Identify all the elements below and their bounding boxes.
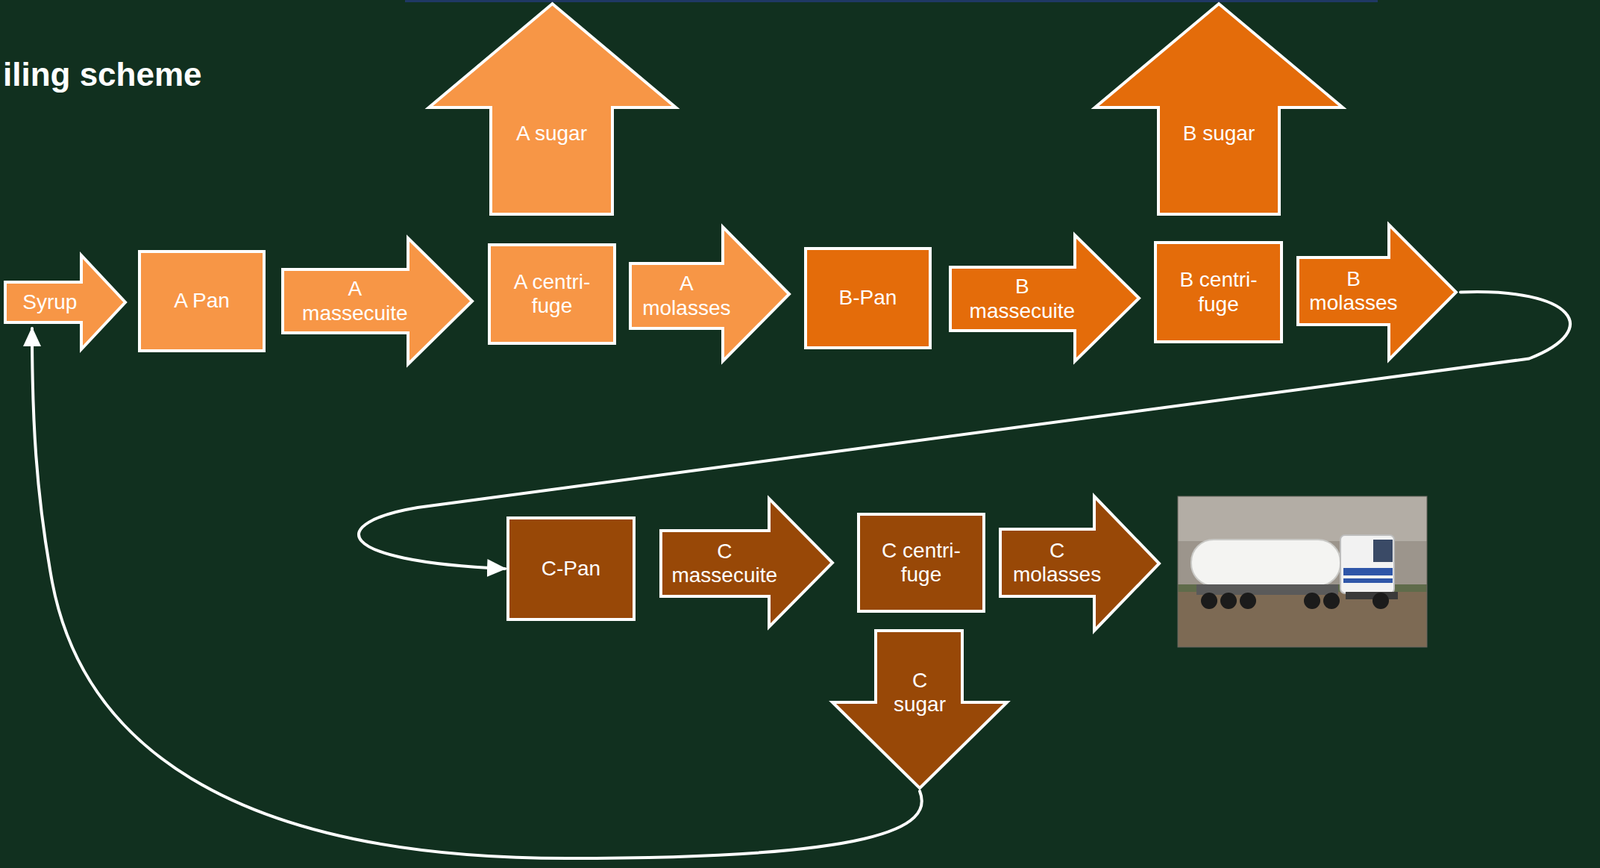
- text-region: A molasses: [630, 263, 743, 329]
- arrow-outline: [282, 237, 473, 365]
- node-label: B centri- fuge: [1174, 267, 1263, 316]
- block-arrow: C molasses: [1000, 496, 1160, 631]
- arrow-outline: [1297, 224, 1457, 360]
- node-label: C massecuite: [667, 539, 781, 588]
- text-stack: Syrup: [22, 290, 77, 315]
- arrow-outline: [5, 255, 126, 350]
- text-region: B sugar: [1158, 106, 1280, 161]
- node-label: B massecuite: [965, 274, 1079, 323]
- node-label: A molasses: [640, 271, 734, 320]
- arrow-outline: [428, 3, 676, 215]
- node-label: C molasses: [1010, 538, 1104, 587]
- node-label: A sugar: [516, 121, 588, 146]
- node-label: Syrup: [22, 290, 77, 315]
- arrow-shape: [660, 498, 833, 627]
- node-label: A centri- fuge: [507, 270, 596, 318]
- text-stack: C-Pan: [541, 556, 601, 581]
- block-arrow: C sugar: [832, 630, 1007, 788]
- text-region: C molasses: [1000, 528, 1114, 596]
- process-box: B centri- fuge: [1153, 240, 1283, 344]
- text-stack: A Pan: [173, 288, 230, 313]
- text-region: C-Pan: [509, 519, 633, 618]
- arrow-outline: [630, 226, 790, 362]
- text-stack: C sugar: [889, 668, 950, 717]
- arrow-shape: [950, 234, 1140, 362]
- block-arrow: B molasses: [1297, 224, 1457, 360]
- node-label: B-Pan: [839, 285, 898, 310]
- flow-connector: [32, 328, 922, 858]
- text-stack: B sugar: [1183, 121, 1256, 146]
- arrow-shape: [1095, 3, 1343, 215]
- arrow-outline: [1000, 496, 1160, 631]
- tanker-truck-photo: [1177, 496, 1427, 647]
- text-stack: B massecuite: [965, 274, 1079, 323]
- text-region: A sugar: [490, 106, 613, 161]
- text-region: C centri- fuge: [860, 515, 983, 610]
- slide-title: iling scheme: [2, 56, 203, 93]
- node-label: C centri- fuge: [877, 538, 966, 587]
- block-arrow: C massecuite: [660, 498, 833, 627]
- top-bar: [405, 0, 1378, 3]
- text-region: A Pan: [140, 252, 263, 350]
- text-stack: C centri- fuge: [877, 538, 966, 587]
- arrow-outline: [660, 498, 833, 627]
- text-region: C sugar: [832, 636, 1007, 749]
- text-stack: C molasses: [1010, 538, 1104, 587]
- text-stack: A molasses: [640, 271, 734, 320]
- block-arrow: A molasses: [630, 226, 790, 362]
- arrow-shape: [428, 3, 676, 215]
- node-label: B molasses: [1306, 267, 1401, 315]
- arrow-outline: [832, 630, 1007, 788]
- text-region: A centri- fuge: [490, 246, 614, 342]
- process-box: B-Pan: [804, 246, 932, 350]
- text-stack: B centri- fuge: [1174, 267, 1263, 316]
- text-stack: B molasses: [1306, 267, 1401, 315]
- block-arrow: A massecuite: [282, 237, 473, 365]
- text-stack: B-Pan: [839, 285, 898, 310]
- text-stack: A massecuite: [298, 276, 412, 325]
- node-label: A massecuite: [298, 276, 412, 325]
- text-stack: A centri- fuge: [507, 270, 596, 318]
- node-label: A Pan: [173, 288, 230, 313]
- process-box: A Pan: [137, 249, 266, 353]
- node-label: C sugar: [889, 668, 950, 717]
- arrow-outline: [1095, 3, 1343, 215]
- arrow-outline: [950, 234, 1140, 362]
- text-region: A massecuite: [282, 269, 428, 333]
- text-stack: A sugar: [516, 121, 588, 146]
- text-region: B centri- fuge: [1156, 243, 1280, 341]
- process-box: C centri- fuge: [857, 512, 986, 613]
- text-stack: C massecuite: [667, 539, 781, 588]
- block-arrow: Syrup: [5, 255, 126, 350]
- text-region: B molasses: [1297, 257, 1410, 325]
- text-region: B-Pan: [807, 249, 929, 347]
- text-region: Syrup: [5, 281, 95, 323]
- text-region: B massecuite: [950, 267, 1095, 331]
- process-box: A centri- fuge: [487, 243, 617, 345]
- block-arrow: B massecuite: [950, 234, 1140, 362]
- process-box: C-Pan: [506, 516, 636, 621]
- block-arrow: A sugar: [428, 3, 676, 215]
- text-region: C massecuite: [660, 530, 789, 596]
- node-label: C-Pan: [541, 556, 601, 581]
- block-arrow: B sugar: [1095, 3, 1343, 215]
- arrow-shape: [630, 226, 790, 362]
- node-label: B sugar: [1183, 121, 1256, 146]
